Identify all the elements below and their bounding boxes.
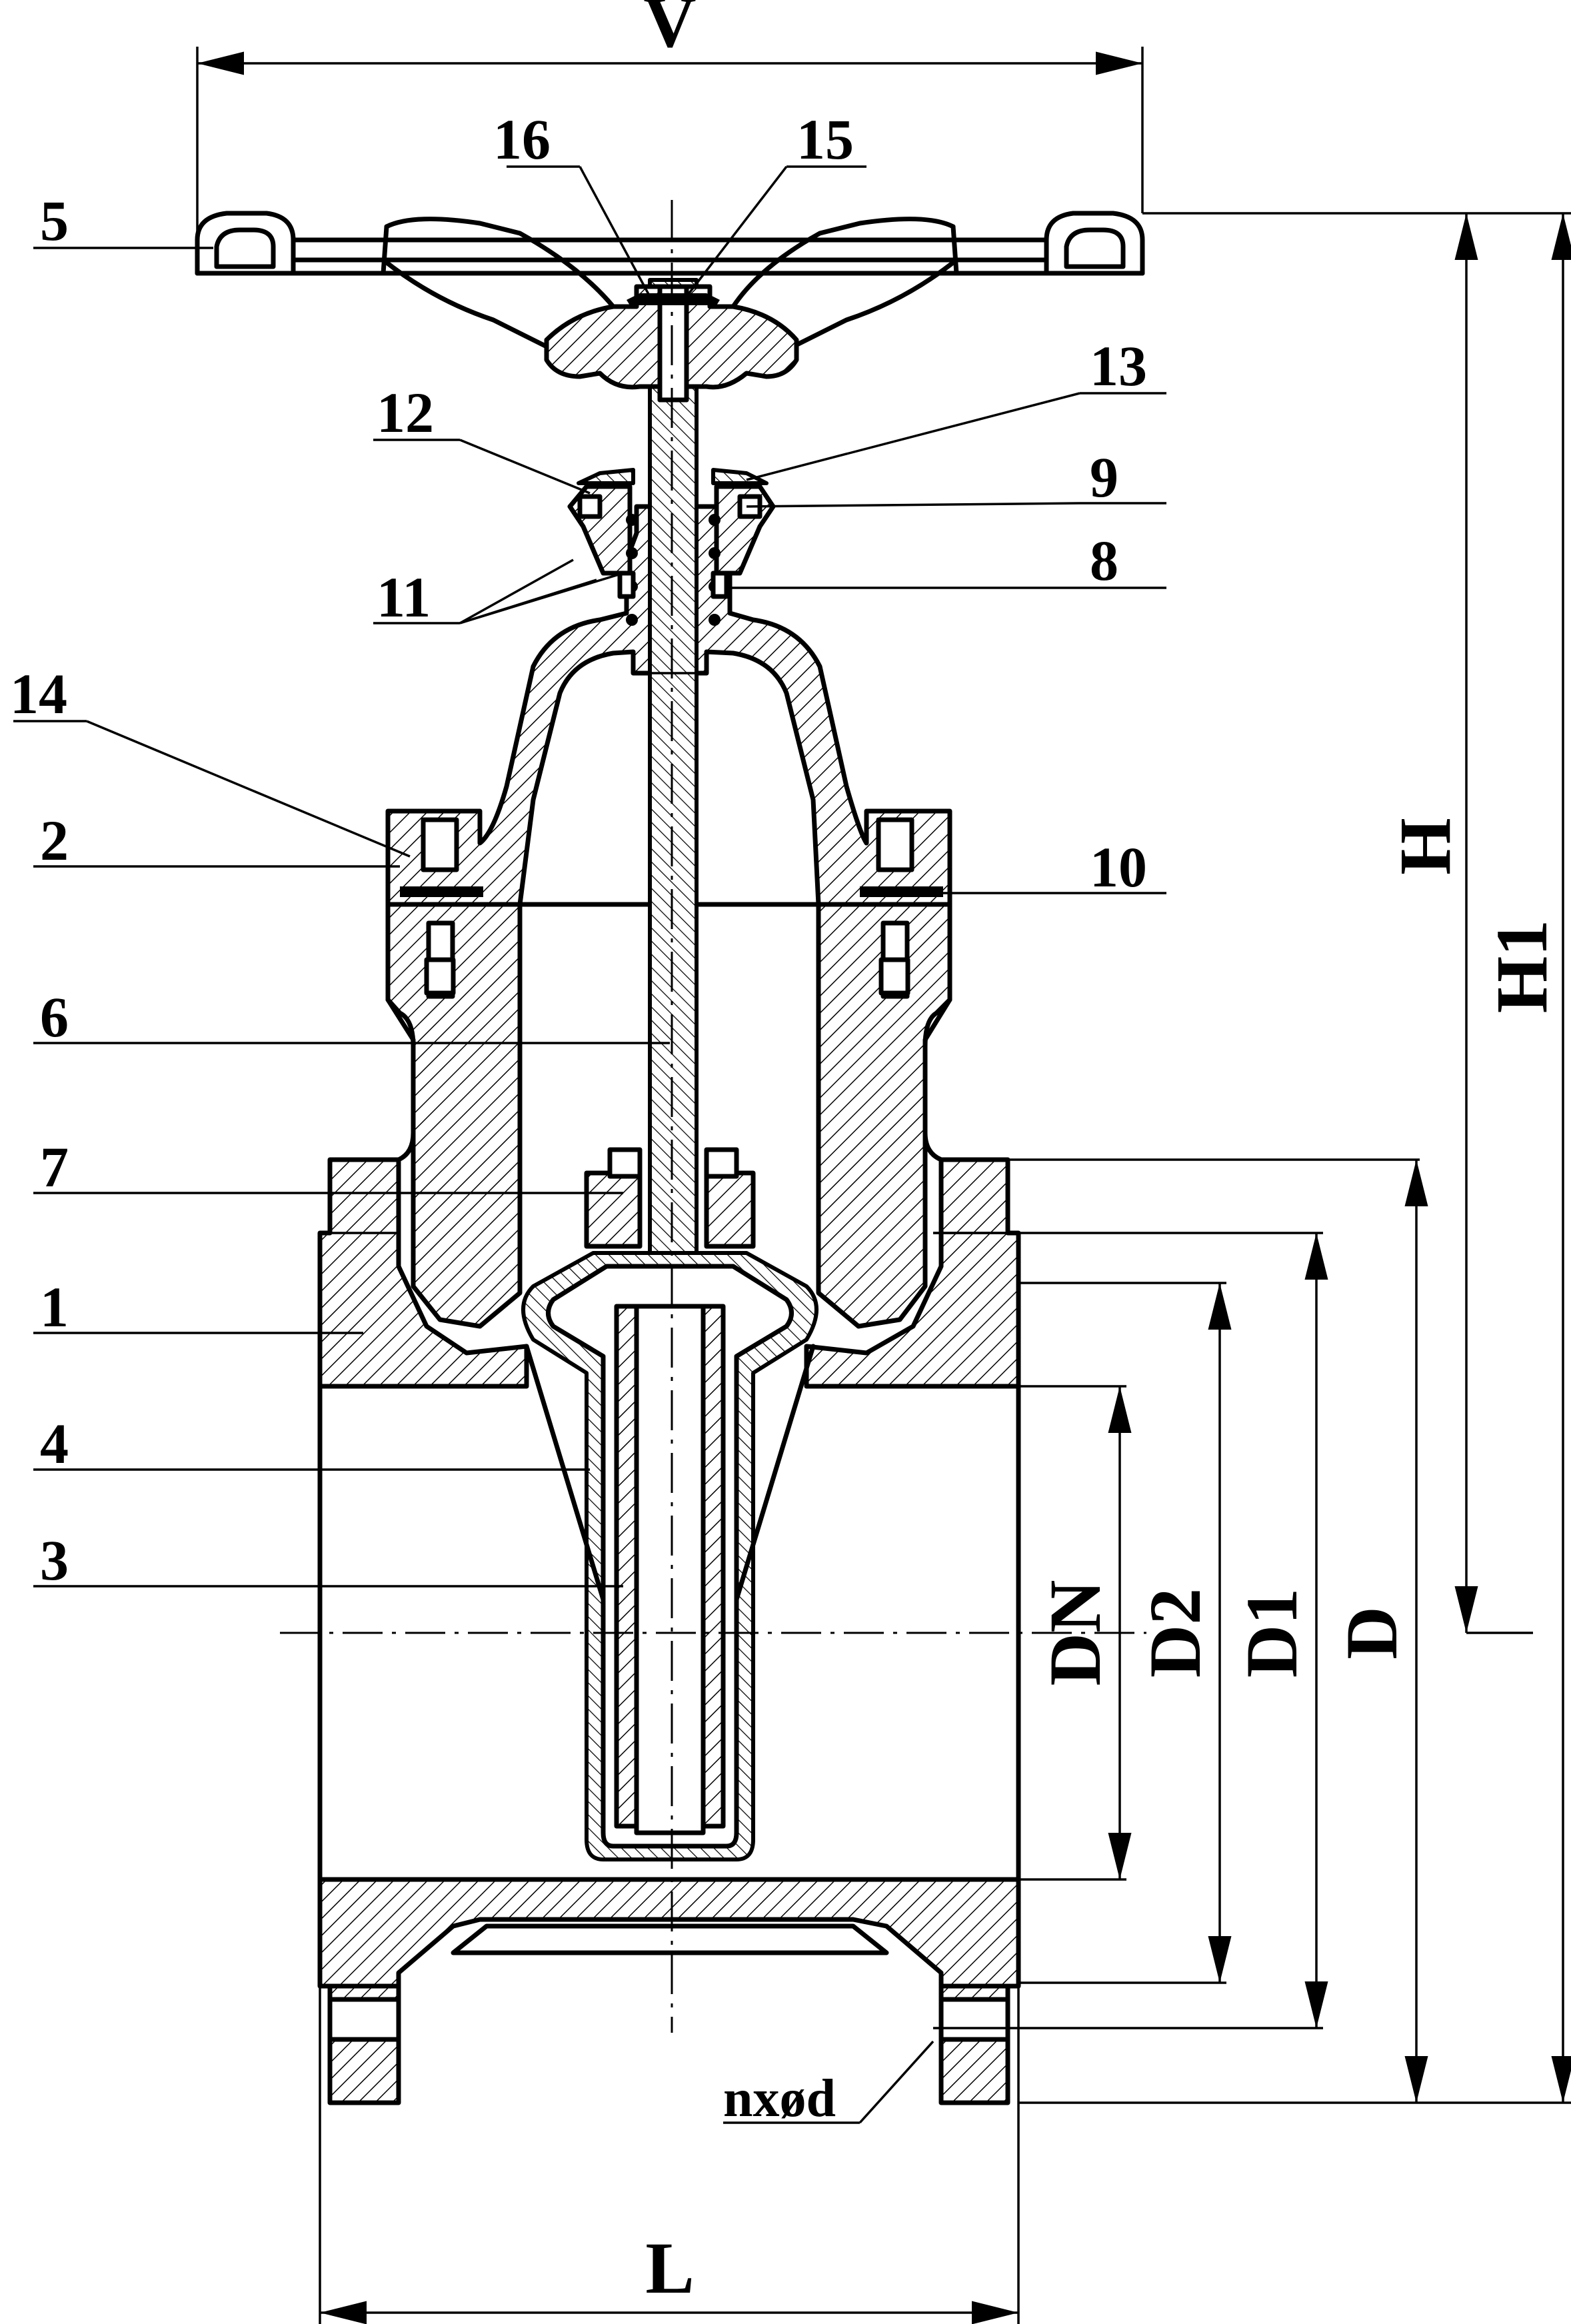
- dimension-lines: [196, 47, 1571, 2324]
- part-label-2: 2: [40, 808, 69, 872]
- stem-nut: [584, 1147, 756, 1249]
- part-label-6: 6: [40, 985, 69, 1049]
- part-label-10: 10: [1090, 835, 1147, 899]
- part-label-16: 16: [493, 107, 551, 171]
- part-labels: 5 16 15 13 12 9 8 11 14 2 10 6 7 1 4 3: [10, 107, 1147, 1592]
- part-label-13: 13: [1090, 334, 1147, 398]
- part-label-14: 14: [10, 662, 67, 726]
- dim-holes-label: nxød: [723, 2069, 836, 2128]
- dim-d1-label: D1: [1231, 1588, 1312, 1678]
- part-label-8: 8: [1090, 529, 1118, 592]
- part-label-15: 15: [796, 107, 854, 171]
- leader-lines: [13, 165, 1166, 1588]
- dim-l-label: L: [645, 2227, 694, 2309]
- dim-d-label: D: [1331, 1606, 1412, 1659]
- dim-v-label: V: [643, 0, 696, 63]
- dim-h-label: H: [1384, 818, 1466, 875]
- dim-dn-label: DN: [1034, 1580, 1116, 1686]
- part-label-11: 11: [377, 565, 431, 629]
- part-label-3: 3: [40, 1528, 69, 1592]
- dimension-labels: V L H H1 DN D2 D1 D nxød: [643, 0, 1562, 2309]
- part-label-9: 9: [1090, 445, 1118, 509]
- part-label-4: 4: [40, 1412, 69, 1476]
- part-label-12: 12: [377, 381, 434, 445]
- part-label-5: 5: [40, 189, 69, 253]
- dim-d2-label: D2: [1134, 1588, 1216, 1678]
- dim-h1-label: H1: [1481, 920, 1562, 1014]
- center-lines: [280, 200, 1533, 2033]
- handwheel: [195, 211, 1145, 403]
- packing-assembly: [567, 468, 776, 626]
- valve-wedge: [521, 1251, 818, 1861]
- part-label-1: 1: [40, 1275, 69, 1339]
- part-label-7: 7: [40, 1135, 69, 1199]
- valve-stem: [648, 278, 699, 1318]
